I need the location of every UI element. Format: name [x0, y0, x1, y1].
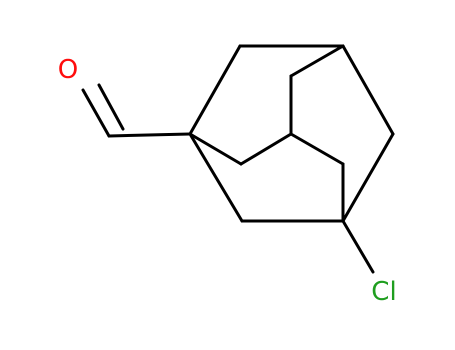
oxygen-atom-label: O	[58, 55, 78, 85]
bond-c5-cl	[341, 219, 375, 274]
bond-co-double-b	[97, 83, 125, 131]
bond-c1-c2	[188, 44, 242, 136]
bond-c6-c1	[188, 132, 244, 223]
bond-c7-c8	[239, 132, 293, 166]
bond-c9-c3	[289, 44, 345, 78]
bond-c4-c5	[341, 132, 395, 223]
bond-c8-c10	[289, 132, 345, 166]
bond-co-double-a	[81, 88, 111, 138]
bond-c1-c7	[188, 132, 243, 166]
bond-cho-c1	[107, 132, 192, 138]
bonds	[81, 44, 395, 274]
chlorine-atom-label: Cl	[371, 277, 396, 307]
bond-c3-c4	[341, 44, 395, 136]
